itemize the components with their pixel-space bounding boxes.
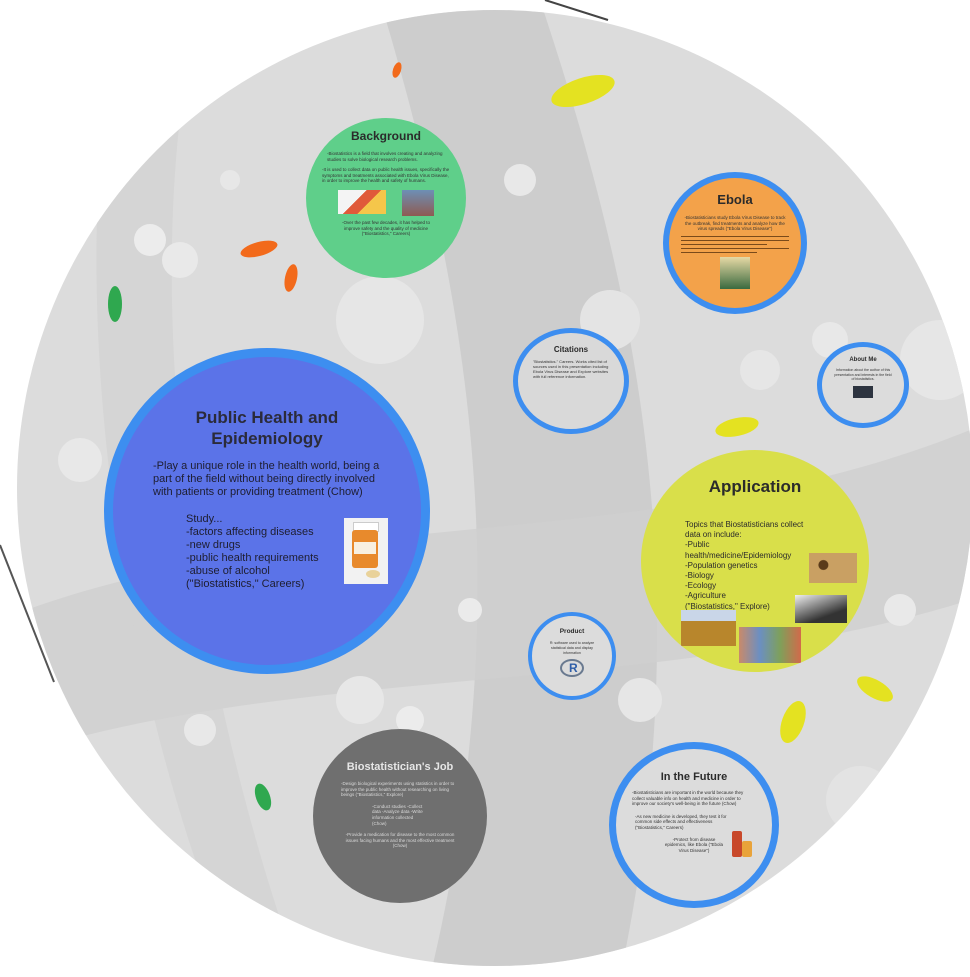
application-item: -Agriculture	[685, 591, 726, 601]
future-p1: -Biostatisticians are important in the w…	[632, 790, 744, 807]
application-item: -Population genetics	[685, 560, 758, 570]
people-photo-icon	[739, 627, 801, 663]
study-item: -new drugs	[186, 539, 241, 551]
wheat-field-photo-icon	[681, 610, 736, 646]
citations-title: Citations	[553, 345, 589, 354]
public-health-node[interactable]: Public Health and Epidemiology -Play a u…	[104, 348, 430, 674]
future-p2: -As new medicine is developed, they test…	[635, 813, 727, 830]
ebola-node[interactable]: Ebola -Biostatisticians study Ebola Viru…	[663, 172, 807, 314]
product-title: Product	[559, 628, 585, 635]
product-text: R: software used to analyze statistical …	[549, 641, 595, 655]
health-workers-photo-icon	[720, 256, 750, 289]
job-p1: -Design biological experiments using sta…	[341, 781, 455, 798]
study-heading: Study...	[186, 513, 223, 525]
application-node[interactable]: Application Topics that Biostatisticians…	[641, 450, 869, 672]
crowd-photo-icon	[402, 189, 434, 216]
job-title: Biostatistician's Job	[346, 761, 454, 773]
public-health-study: Study... -factors affecting diseases -ne…	[186, 513, 356, 591]
application-list: Topics that Biostatisticians collect dat…	[685, 520, 807, 612]
about-text: Information about the author of this pre…	[834, 368, 892, 381]
about-title: About Me	[849, 357, 877, 363]
application-item: -Ecology	[685, 581, 717, 591]
job-node[interactable]: Biostatistician's Job -Design biological…	[313, 729, 487, 903]
job-p3: -Provide a medication for disease to the…	[345, 832, 455, 849]
dish-edge-left	[0, 544, 55, 683]
landscape-photo-icon	[795, 595, 847, 623]
medicine-photo-icon	[338, 189, 386, 214]
application-citation: ("Biostatistics," Explore)	[685, 601, 770, 611]
citations-text: "Biostatistics." Careers. Works cited li…	[533, 359, 609, 379]
about-photo-icon	[853, 385, 873, 398]
medicine-bottles-icon	[728, 831, 754, 859]
citations-node[interactable]: Citations "Biostatistics." Careers. Work…	[513, 328, 629, 434]
future-node[interactable]: In the Future -Biostatisticians are impo…	[609, 742, 779, 908]
public-health-title: Public Health and Epidemiology	[195, 408, 339, 448]
ebola-title: Ebola	[717, 192, 753, 207]
r-logo-letter: R	[569, 661, 578, 675]
study-citation: ("Biostatistics," Careers)	[186, 578, 305, 590]
r-logo-icon: R	[560, 659, 584, 677]
background-p2: -It is used to collect data on public he…	[322, 167, 450, 184]
future-title: In the Future	[660, 771, 728, 783]
ebola-text-lines	[681, 235, 789, 253]
application-item: -Biology	[685, 571, 714, 581]
background-title: Background	[350, 129, 421, 143]
application-item: -Public health/medicine/Epidemiology	[685, 540, 792, 560]
background-images	[306, 189, 466, 216]
dish-edge-top	[544, 0, 609, 21]
study-item: -abuse of alcohol	[186, 565, 270, 577]
about-node[interactable]: About Me Information about the author of…	[817, 342, 909, 428]
leopard-photo-icon	[809, 553, 857, 583]
bacterium-green-left	[108, 286, 122, 322]
application-intro: Topics that Biostatisticians collect dat…	[685, 520, 804, 540]
background-p1: -Biostatistics is a field that involves …	[327, 151, 443, 162]
ebola-text: -Biostatisticians study Ebola Virus Dise…	[684, 215, 786, 232]
product-node[interactable]: Product R: software used to analyze stat…	[528, 612, 616, 700]
study-item: -factors affecting diseases	[186, 526, 314, 538]
study-item: -public health requirements	[186, 552, 319, 564]
pill-bottle-icon	[344, 518, 388, 584]
job-p2: -Conduct studies -Collect data -Analyze …	[372, 803, 423, 826]
future-p3: -Protect from disease epidemics, like Eb…	[664, 836, 724, 853]
application-title: Application	[708, 477, 802, 496]
background-node[interactable]: Background -Biostatistics is a field tha…	[306, 118, 466, 278]
background-p3: -Over the past few decades, it has helpe…	[341, 219, 431, 237]
public-health-intro: -Play a unique role in the health world,…	[153, 460, 380, 498]
